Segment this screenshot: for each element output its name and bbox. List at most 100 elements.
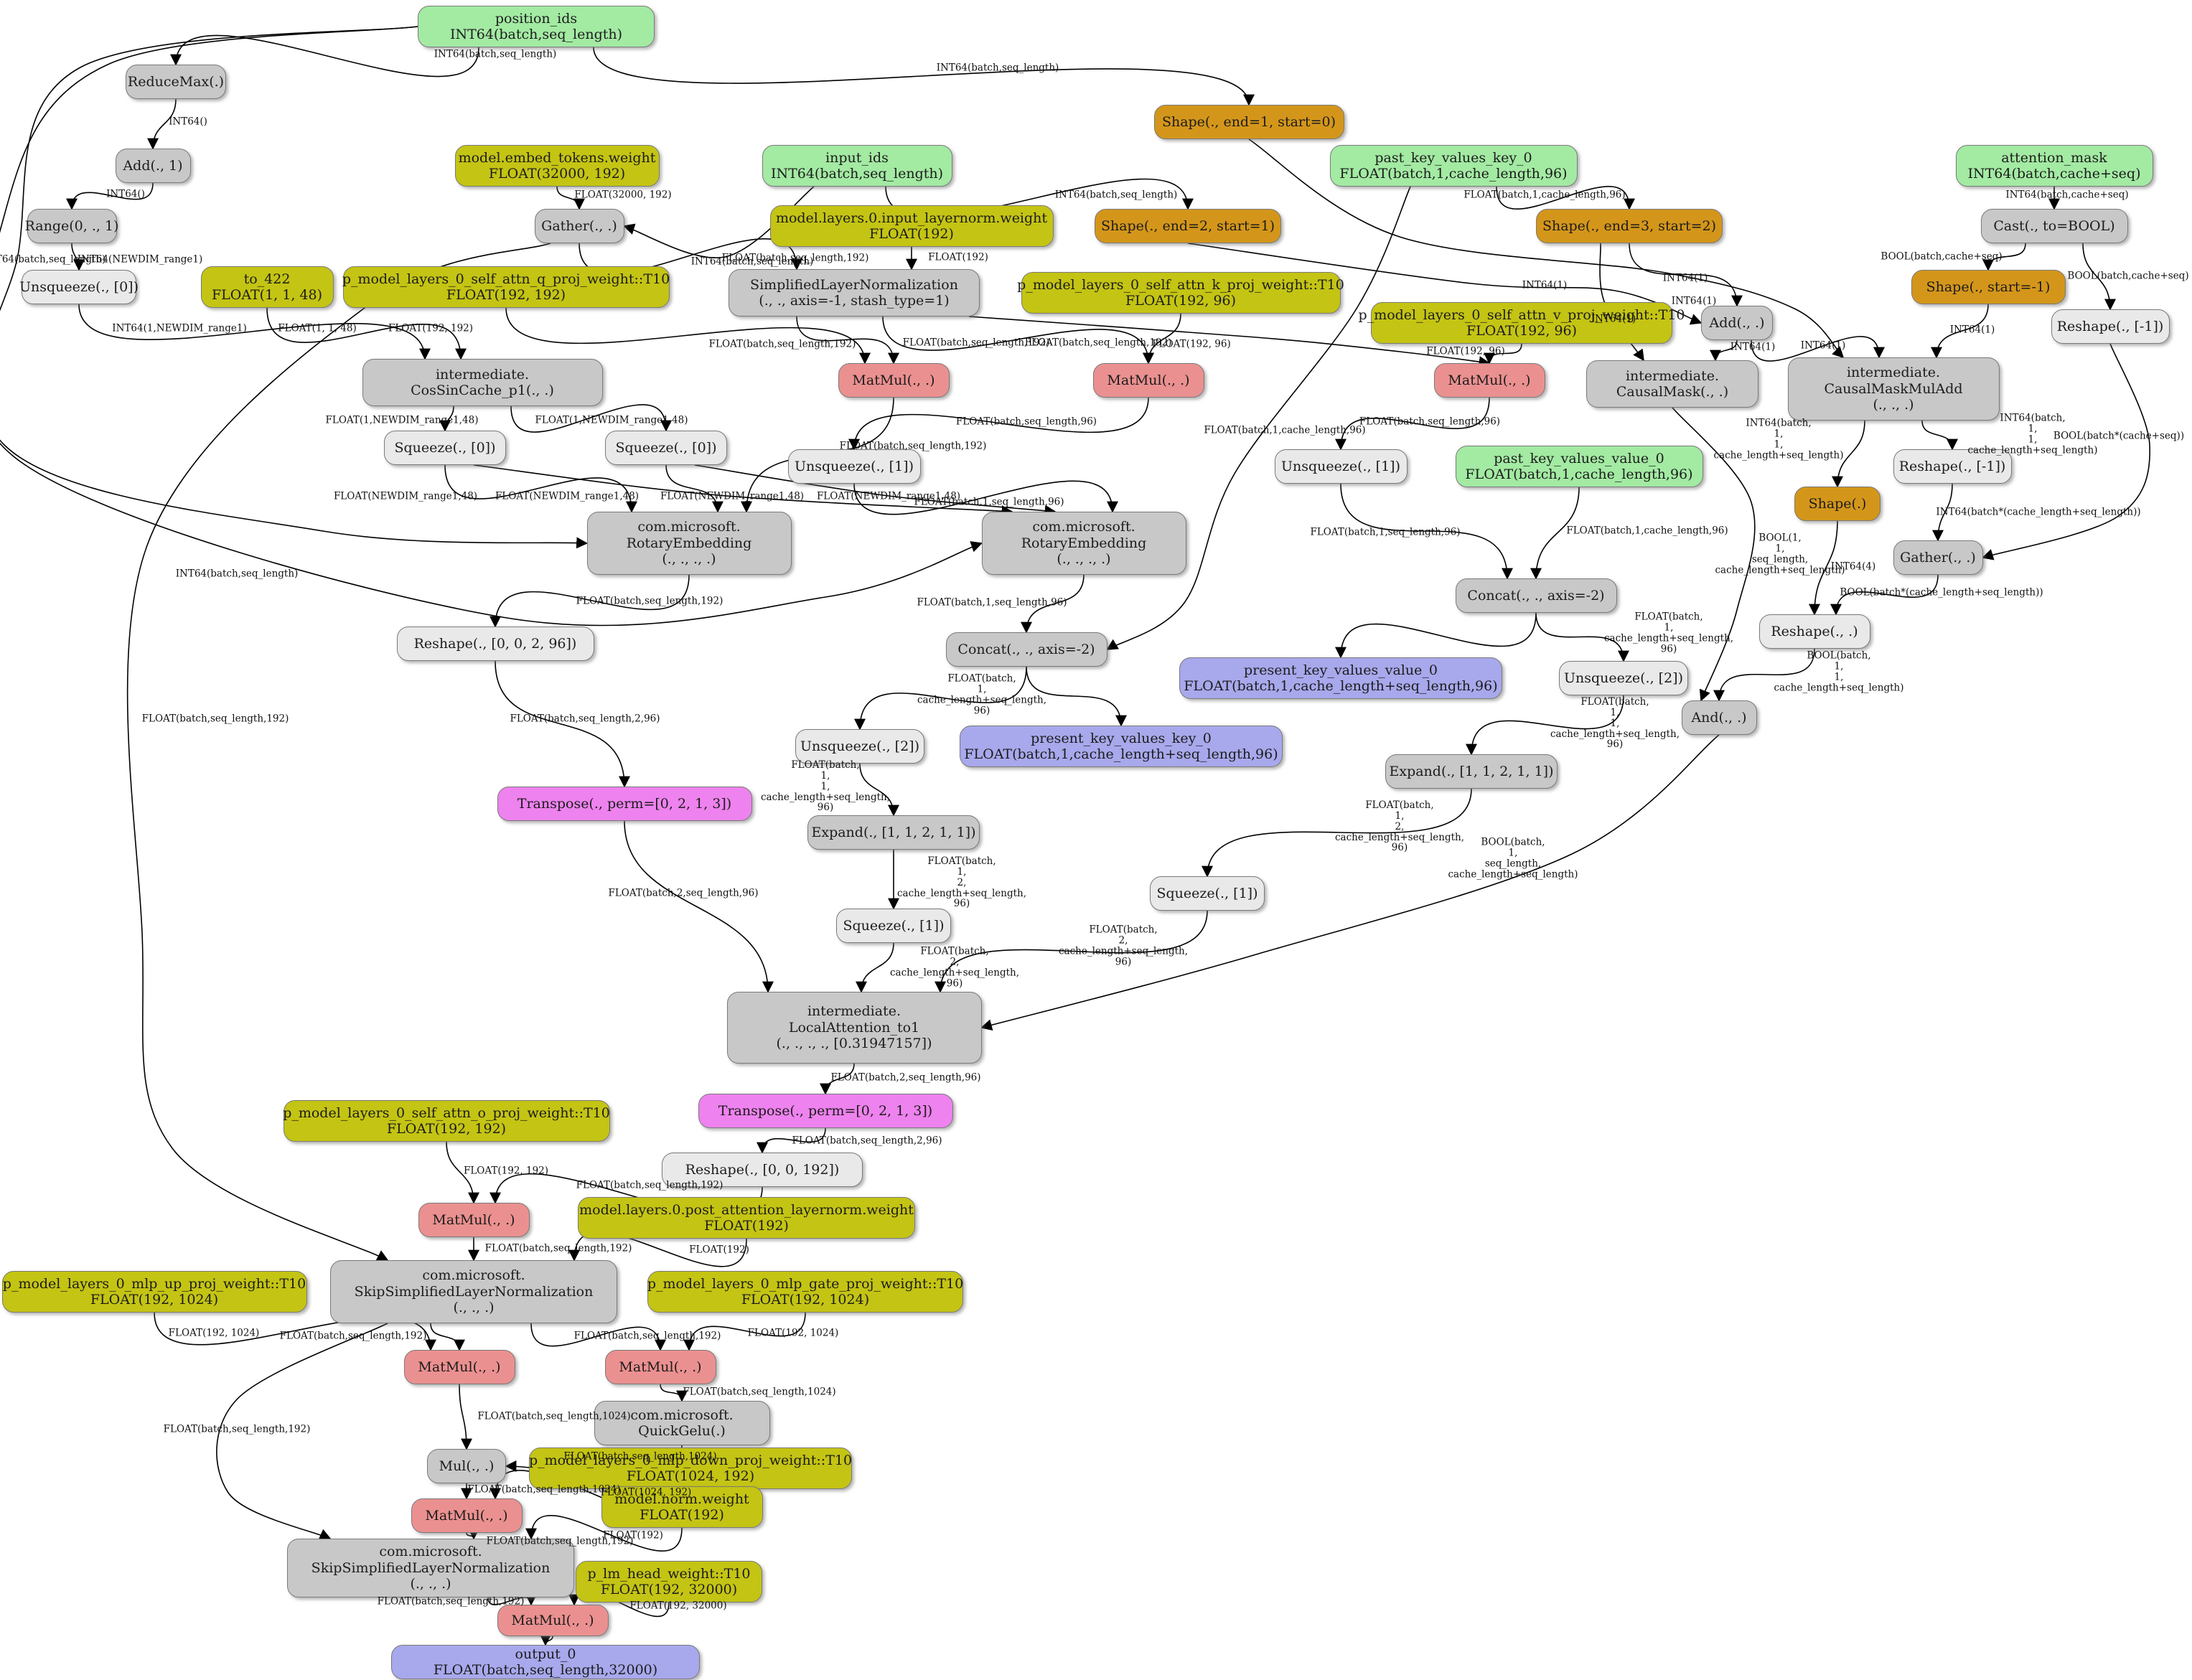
and_node-node[interactable]: And(., .) xyxy=(1681,700,1757,735)
unsq0-node[interactable]: Unsqueeze(., [0]) xyxy=(19,270,139,304)
mul-node[interactable]: Mul(., .) xyxy=(427,1449,506,1483)
causalmask-node[interactable]: intermediate.CausalMask(., .) xyxy=(1586,360,1758,408)
quickgelu-node[interactable]: com.microsoft.QuickGelu(.) xyxy=(594,1401,770,1445)
matmul_o-node[interactable]: MatMul(., .) xyxy=(418,1203,530,1237)
unsq1b-node[interactable]: Unsqueeze(., [1]) xyxy=(1274,449,1408,484)
unsq1a-node[interactable]: Unsqueeze(., [1]) xyxy=(787,449,921,484)
localattn-node[interactable]: intermediate.LocalAttention_to1(., ., .,… xyxy=(726,992,982,1064)
reshape_m1b-node[interactable]: Reshape(., [-1]) xyxy=(1893,449,2012,484)
edge-label-past_key-to-concat_k: FLOAT(batch,1,cache_length,96) xyxy=(1204,424,1366,436)
shape_e3-node[interactable]: Shape(., end=3, start=2) xyxy=(1536,209,1723,243)
unsq2a-node[interactable]: Unsqueeze(., [2]) xyxy=(795,729,924,764)
edge-label-concat_v-to-unsq2b: FLOAT(batch,1,cache_length+seq_length,96… xyxy=(1603,611,1734,654)
concat_v-node[interactable]: Concat(., ., axis=-2) xyxy=(1455,578,1617,613)
expand_b-node[interactable]: Expand(., [1, 1, 2, 1, 1]) xyxy=(1385,754,1558,789)
shape_sm1-node[interactable]: Shape(., start=-1) xyxy=(1911,270,2066,304)
edge-label-sln-to-matmul_k: FLOAT(batch,seq_length,192) xyxy=(902,337,1050,349)
node-label-line: output_0 xyxy=(515,1646,576,1662)
cmma-node[interactable]: intermediate.CausalMaskMulAdd(., ., .) xyxy=(1787,357,2000,421)
node-label-line: input_ids xyxy=(825,149,889,166)
add_1-node[interactable]: Add(., 1) xyxy=(115,149,191,183)
reshape_m1a-node[interactable]: Reshape(., [-1]) xyxy=(2051,309,2170,344)
reshape0096-node[interactable]: Reshape(., [0, 0, 2, 96]) xyxy=(396,627,594,661)
matmul_up-node[interactable]: MatMul(., .) xyxy=(403,1350,515,1384)
edge-label-cmma-to-reshape_m1b: INT64(batch,1,1,cache_length+seq_length) xyxy=(1967,412,2098,456)
transpose2-node[interactable]: Transpose(., perm=[0, 2, 1, 3]) xyxy=(698,1094,953,1128)
matmul_k-node[interactable]: MatMul(., .) xyxy=(1092,363,1204,398)
edge-unsq0-to-cossin xyxy=(78,304,431,360)
edge-label-lm_head_w-to-matmul_lm: FLOAT(192, 32000) xyxy=(629,1600,727,1612)
transpose1-node[interactable]: Transpose(., perm=[0, 2, 1, 3]) xyxy=(497,787,752,821)
shape_dot-node[interactable]: Shape(.) xyxy=(1794,487,1880,521)
shape_e1-node[interactable]: Shape(., end=1, start=0) xyxy=(1153,105,1344,139)
rotary2-node[interactable]: com.microsoft.RotaryEmbedding(., ., ., .… xyxy=(981,512,1186,575)
node-label-line: MatMul(., .) xyxy=(1107,372,1190,388)
matmul_gate-node[interactable]: MatMul(., .) xyxy=(604,1350,716,1384)
node-label-line: MatMul(., .) xyxy=(418,1358,501,1375)
o_w-node[interactable]: p_model_layers_0_self_attn_o_proj_weight… xyxy=(283,1100,610,1142)
edge-shape_e3-to-causalmask xyxy=(1599,243,1644,362)
skip_sln1-node[interactable]: com.microsoft.SkipSimplifiedLayerNormali… xyxy=(330,1260,617,1323)
sln-node[interactable]: SimplifiedLayerNormalization(., ., axis=… xyxy=(729,269,980,316)
node-label-line: MatMul(., .) xyxy=(852,372,935,388)
reducemax-node[interactable]: ReduceMax(.) xyxy=(126,65,226,99)
edge-label-rotary1-to-reshape0096: FLOAT(batch,seq_length,192) xyxy=(576,595,723,607)
squeeze0b-node[interactable]: Squeeze(., [0]) xyxy=(605,431,727,465)
up_w-node[interactable]: p_model_layers_0_mlp_up_proj_weight::T10… xyxy=(1,1271,307,1313)
gate_w-node[interactable]: p_model_layers_0_mlp_gate_proj_weight::T… xyxy=(647,1271,963,1313)
range-node[interactable]: Range(0, ., 1) xyxy=(25,209,118,243)
squeeze0a-node[interactable]: Squeeze(., [0]) xyxy=(384,431,506,465)
unsq2b-node[interactable]: Unsqueeze(., [2]) xyxy=(1559,661,1688,695)
edge-range-to-unsq0 xyxy=(71,243,85,271)
matmul_q-node[interactable]: MatMul(., .) xyxy=(838,363,950,398)
expand_a-node[interactable]: Expand(., [1, 1, 2, 1, 1]) xyxy=(807,815,980,850)
node-label-line: intermediate. xyxy=(1625,367,1720,384)
squeeze1b-node[interactable]: Squeeze(., [1]) xyxy=(1150,876,1265,911)
node-label-line: intermediate. xyxy=(435,366,530,383)
k_w-node[interactable]: p_model_layers_0_self_attn_k_proj_weight… xyxy=(1017,272,1344,314)
gather_emb-node[interactable]: Gather(., .) xyxy=(534,209,624,243)
edge-label-past_val-to-concat_v: FLOAT(batch,1,cache_length,96) xyxy=(1566,525,1728,537)
shape_e2-node[interactable]: Shape(., end=2, start=1) xyxy=(1095,209,1281,243)
down_w-node[interactable]: p_model_layers_0_mlp_down_proj_weight::T… xyxy=(529,1447,852,1489)
edge-label-to422-to-cossin: FLOAT(1, 1, 48) xyxy=(278,322,357,334)
reshape_dd-node[interactable]: Reshape(., .) xyxy=(1758,614,1870,649)
squeeze1a-node[interactable]: Squeeze(., [1]) xyxy=(836,909,951,943)
edge-label-cossin-to-squeeze0b: FLOAT(1,NEWDIM_range1,48) xyxy=(535,414,688,426)
rotary1-node[interactable]: com.microsoft.RotaryEmbedding(., ., ., .… xyxy=(586,512,792,575)
edge-label-unsq2a-to-expand_a: FLOAT(batch,1,1,cache_length+seq_length,… xyxy=(760,759,891,814)
edge-reshape_m1b-to-gather2 xyxy=(1932,483,1953,542)
gather2-node[interactable]: Gather(., .) xyxy=(1893,540,1983,575)
edge-label-input_ids-to-gather_emb: INT64(batch,seq_length) xyxy=(690,255,814,268)
skip_sln2-node[interactable]: com.microsoft.SkipSimplifiedLayerNormali… xyxy=(287,1539,574,1597)
q_w-node[interactable]: p_model_layers_0_self_attn_q_proj_weight… xyxy=(342,266,670,308)
node-label-line: Gather(., .) xyxy=(1900,549,1976,566)
matmul_v-node[interactable]: MatMul(., .) xyxy=(1433,363,1545,398)
node-label-line: Expand(., [1, 1, 2, 1, 1]) xyxy=(811,824,976,840)
edge-past_key-to-shape_e3 xyxy=(1496,186,1635,210)
post_ln_w-node[interactable]: model.layers.0.post_attention_layernorm.… xyxy=(578,1197,915,1239)
add_2-node[interactable]: Add(., .) xyxy=(1701,306,1773,340)
cossin-node[interactable]: intermediate.CosSinCache_p1(., .) xyxy=(362,359,603,406)
matmul_lm-node[interactable]: MatMul(., .) xyxy=(497,1605,609,1636)
cast-node[interactable]: Cast(., to=BOOL) xyxy=(1980,209,2128,243)
v_w-node[interactable]: p_model_layers_0_self_attn_v_proj_weight… xyxy=(1359,302,1685,344)
reshape00192-node[interactable]: Reshape(., [0, 0, 192]) xyxy=(662,1153,863,1187)
concat_k-node[interactable]: Concat(., ., axis=-2) xyxy=(945,632,1107,667)
edge-concat_v-to-unsq2b xyxy=(1535,612,1629,662)
matmul_down-node[interactable]: MatMul(., .) xyxy=(411,1498,523,1533)
edge-unsq2b-to-expand_b xyxy=(1466,695,1624,756)
